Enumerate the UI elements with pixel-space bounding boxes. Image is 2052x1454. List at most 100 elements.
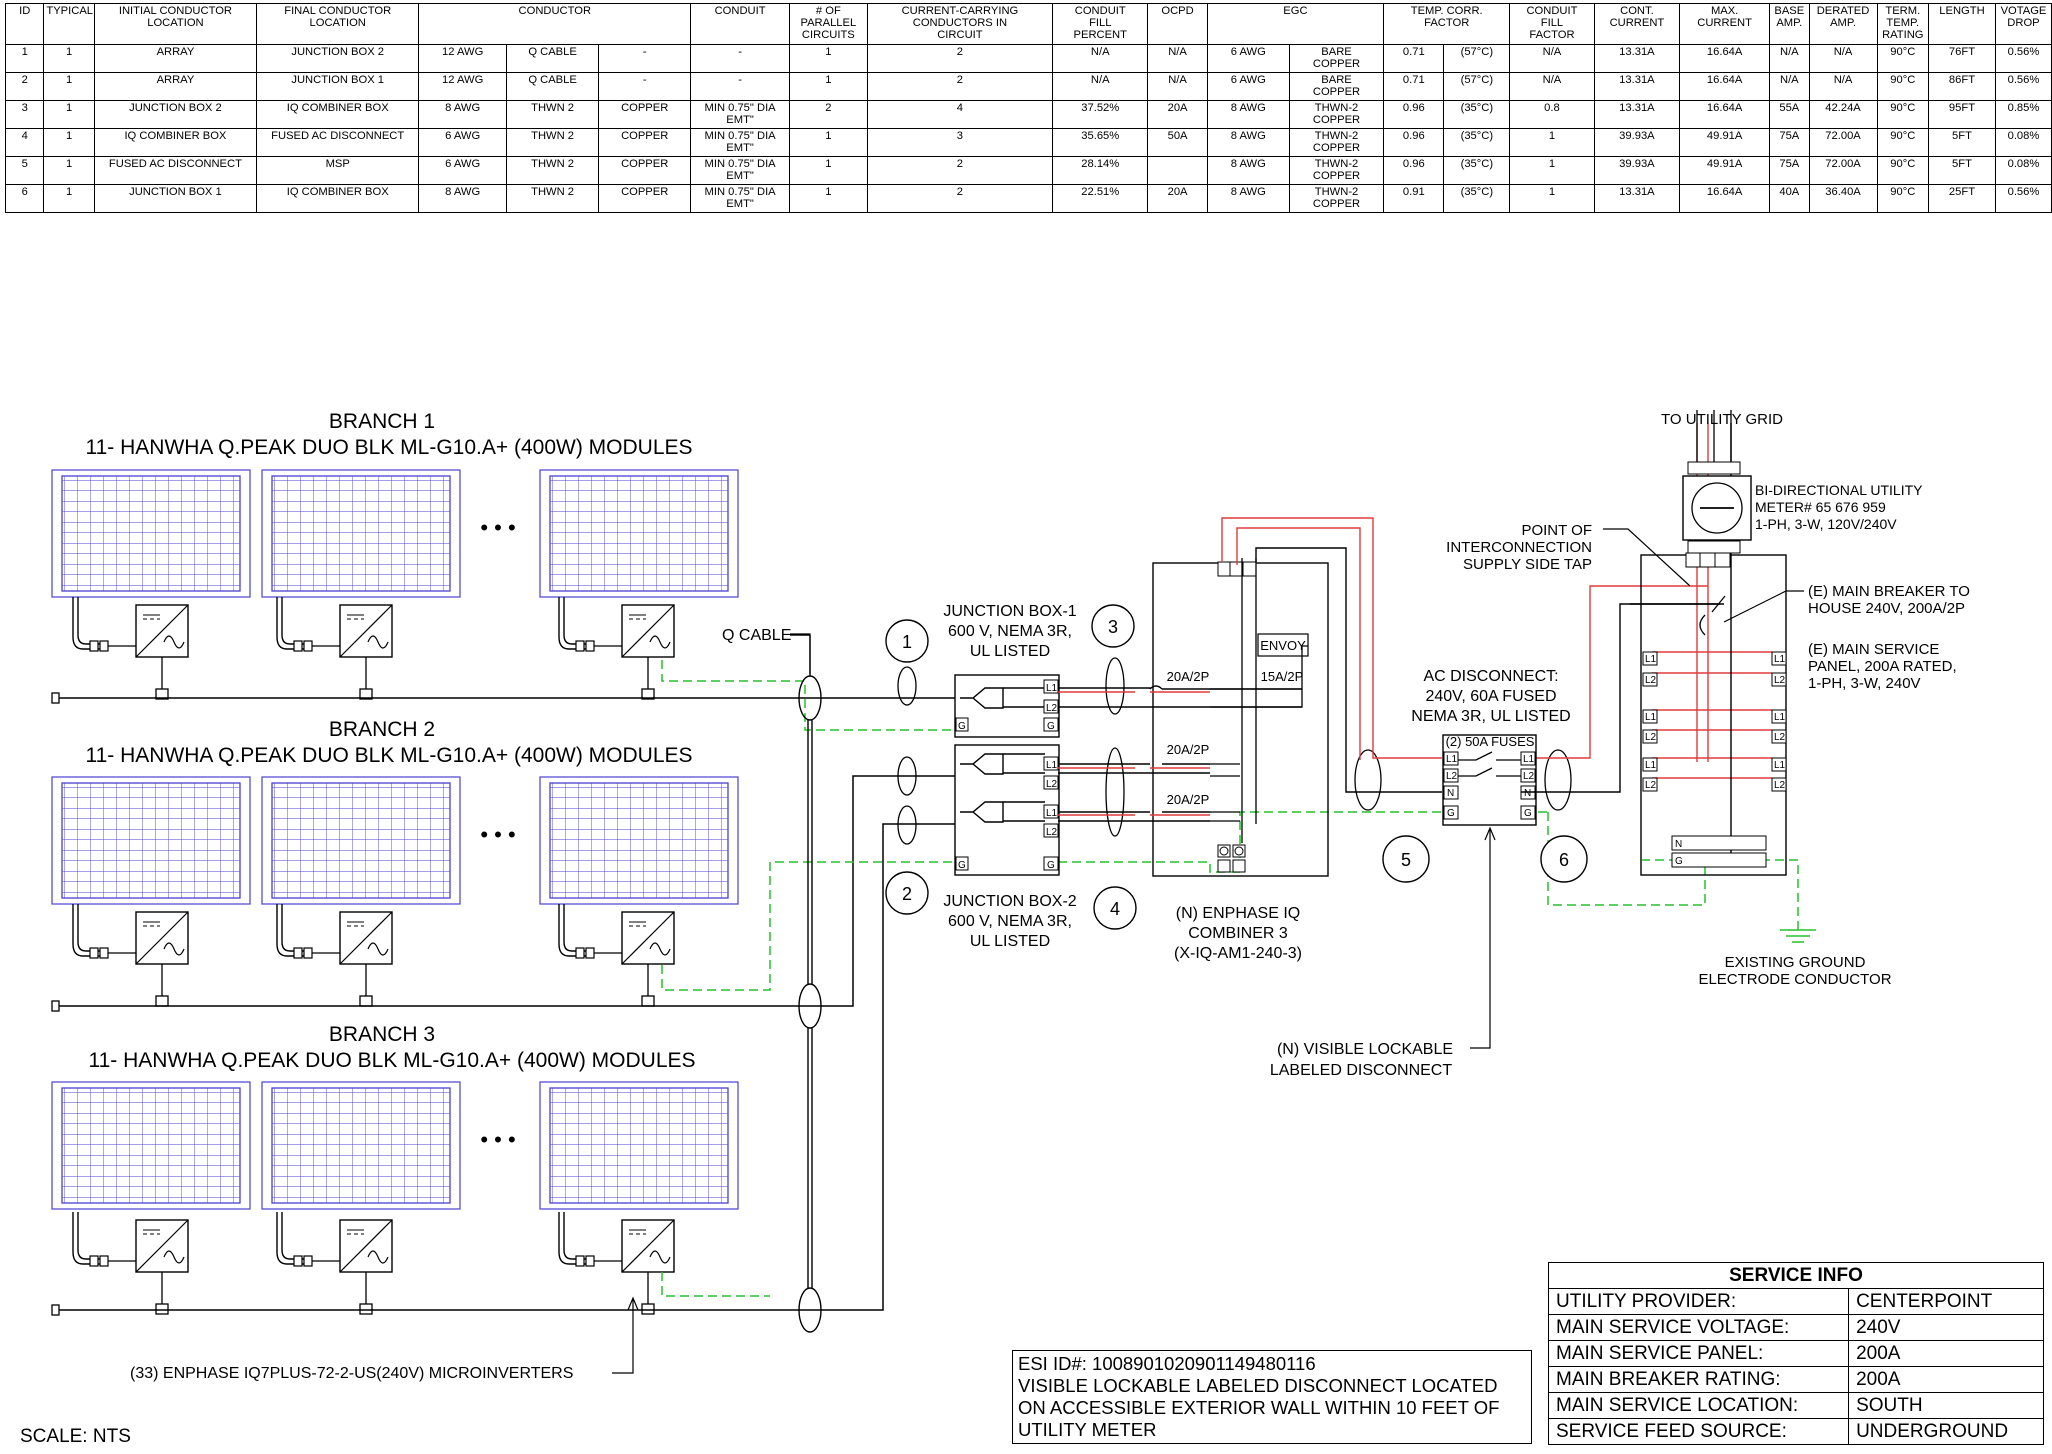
iq-combiner-box (1152, 558, 1329, 877)
table-cell: Q CABLE (506, 72, 600, 101)
table-cell: 0.96 (1383, 156, 1445, 185)
breaker-20a-label: 20A/2P (1167, 669, 1210, 684)
table-cell: JUNCTION BOX 2 (93, 100, 258, 129)
table-header-cell: VOTAGE DROP (1994, 3, 2052, 45)
visible-disconnect-label-2: LABELED DISCONNECT (1270, 1062, 1452, 1079)
table-cell: JUNCTION BOX 1 (93, 184, 258, 213)
panel-terminals: L1 L2 L1 L2 L1 L2 L1 L2 L1 L2 L1 L2 N G (1642, 651, 1787, 867)
table-cell: N/A (1052, 44, 1149, 73)
table-header-cell: MAX. CURRENT (1679, 3, 1771, 45)
service-info-key: MAIN BREAKER RATING: (1547, 1366, 1850, 1393)
esi-note: ESI ID#: 1008901020901149480116 VISIBLE … (1012, 1350, 1532, 1444)
table-cell: N/A (1769, 72, 1810, 101)
interconnection-label: POINT OF (1521, 522, 1592, 539)
combiner-model: COMBINER 3 (1188, 925, 1288, 942)
table-header-cell: CONT. CURRENT (1593, 3, 1681, 45)
table-cell: 55A (1769, 100, 1810, 129)
microinverter-icon (276, 903, 393, 1007)
conductor-tag-5: 5 (1401, 850, 1411, 870)
microinverter-icon (276, 596, 393, 700)
table-header-cell: # OF PARALLEL CIRCUITS (788, 3, 868, 45)
terminal-n: N (1524, 788, 1531, 799)
table-cell: 35.65% (1052, 128, 1149, 157)
terminal-l2: L2 (1645, 732, 1657, 743)
table-cell: (35°C) (1443, 100, 1511, 129)
terminal-l1: L1 (1774, 712, 1786, 723)
table-cell: THWN 2 (506, 100, 600, 129)
table-header-cell: DERATED AMP. (1808, 3, 1878, 45)
table-cell: 8 AWG (418, 184, 508, 213)
table-cell: 0.56% (1994, 72, 2052, 101)
microinverter-icon (276, 1211, 393, 1315)
table-cell: 20A (1147, 184, 1208, 213)
service-info-table: SERVICE INFO UTILITY PROVIDER:CENTERPOIN… (1547, 1262, 2044, 1445)
table-header-cell: CONDUIT FILL FACTOR (1509, 3, 1595, 45)
table-cell: 1 (1509, 184, 1595, 213)
more-modules-ellipsis: • • • (480, 515, 515, 540)
terminal-l1: L1 (1046, 683, 1058, 694)
table-cell: 16.64A (1679, 184, 1771, 213)
terminal-l1: L1 (1774, 654, 1786, 665)
ground-electrode-label: EXISTING GROUND (1725, 954, 1866, 971)
solar-module (539, 1081, 739, 1210)
table-cell: 12 AWG (418, 44, 508, 73)
table-cell: 13.31A (1593, 72, 1681, 101)
table-cell: 36.40A (1808, 184, 1878, 213)
table-cell: 49.91A (1679, 128, 1771, 157)
table-cell: 2 (4, 72, 45, 101)
microinverter-icon (72, 1211, 189, 1315)
terminal-l2: L2 (1446, 771, 1458, 782)
table-cell: 86FT (1928, 72, 1996, 101)
service-info-row: MAIN SERVICE VOLTAGE:240V (1547, 1314, 2044, 1341)
table-header-cell: OCPD (1147, 3, 1208, 45)
conduit-ovals (897, 657, 1572, 845)
table-cell: N/A (1052, 72, 1149, 101)
table-cell: 8 AWG (1206, 156, 1290, 185)
table-cell: 0.71 (1383, 44, 1445, 73)
table-cell: 0.56% (1994, 184, 2052, 213)
terminal-l2: L2 (1645, 675, 1657, 686)
terminal-n: N (1447, 788, 1454, 799)
solar-module (51, 469, 251, 598)
table-header-cell: TERM. TEMP. RATING (1876, 3, 1930, 45)
solar-module (261, 776, 461, 905)
terminal-l2: L2 (1774, 780, 1786, 791)
table-cell: 1 (4, 44, 45, 73)
junction-box-1 (954, 674, 1060, 738)
table-cell: (35°C) (1443, 184, 1511, 213)
table-cell: 75A (1769, 128, 1810, 157)
terminal-g: G (1047, 860, 1055, 871)
table-cell: 39.93A (1593, 156, 1681, 185)
table-cell: 90°C (1876, 100, 1930, 129)
table-cell: ARRAY (93, 72, 258, 101)
terminal-g: G (1524, 808, 1532, 819)
service-info-title: SERVICE INFO (1548, 1262, 2044, 1289)
table-cell: MIN 0.75" DIA EMT" (690, 156, 790, 185)
esi-id: ESI ID#: 1008901020901149480116 (1018, 1353, 1316, 1374)
branch-3-modules: 11- HANWHA Q.PEAK DUO BLK ML-G10.A+ (400… (88, 1049, 695, 1072)
junction-box-2-label: JUNCTION BOX-2 (943, 893, 1076, 910)
branch-2-array: • • • (51, 763, 1003, 1012)
microinverter-label: (33) ENPHASE IQ7PLUS-72-2-US(240V) MICRO… (130, 1365, 573, 1382)
microinverter-icon (558, 1211, 675, 1315)
solar-module (261, 469, 461, 598)
utility-grid-label: TO UTILITY GRID (1661, 411, 1783, 428)
table-header-cell: CONDUIT (690, 3, 790, 45)
table-cell: N/A (1147, 44, 1208, 73)
table-cell: 90°C (1876, 44, 1930, 73)
table-cell: 1 (788, 128, 868, 157)
table-cell: IQ COMBINER BOX (93, 128, 258, 157)
main-breaker-label: (E) MAIN BREAKER TO (1808, 583, 1970, 600)
table-header-cell: LENGTH (1928, 3, 1996, 45)
table-cell: 0.96 (1383, 128, 1445, 157)
main-panel-phase: 1-PH, 3-W, 240V (1808, 675, 1921, 692)
table-cell: 2 (866, 156, 1054, 185)
terminal-l2: L2 (1046, 827, 1058, 838)
table-cell: 12 AWG (418, 72, 508, 101)
table-cell: 40A (1769, 184, 1810, 213)
